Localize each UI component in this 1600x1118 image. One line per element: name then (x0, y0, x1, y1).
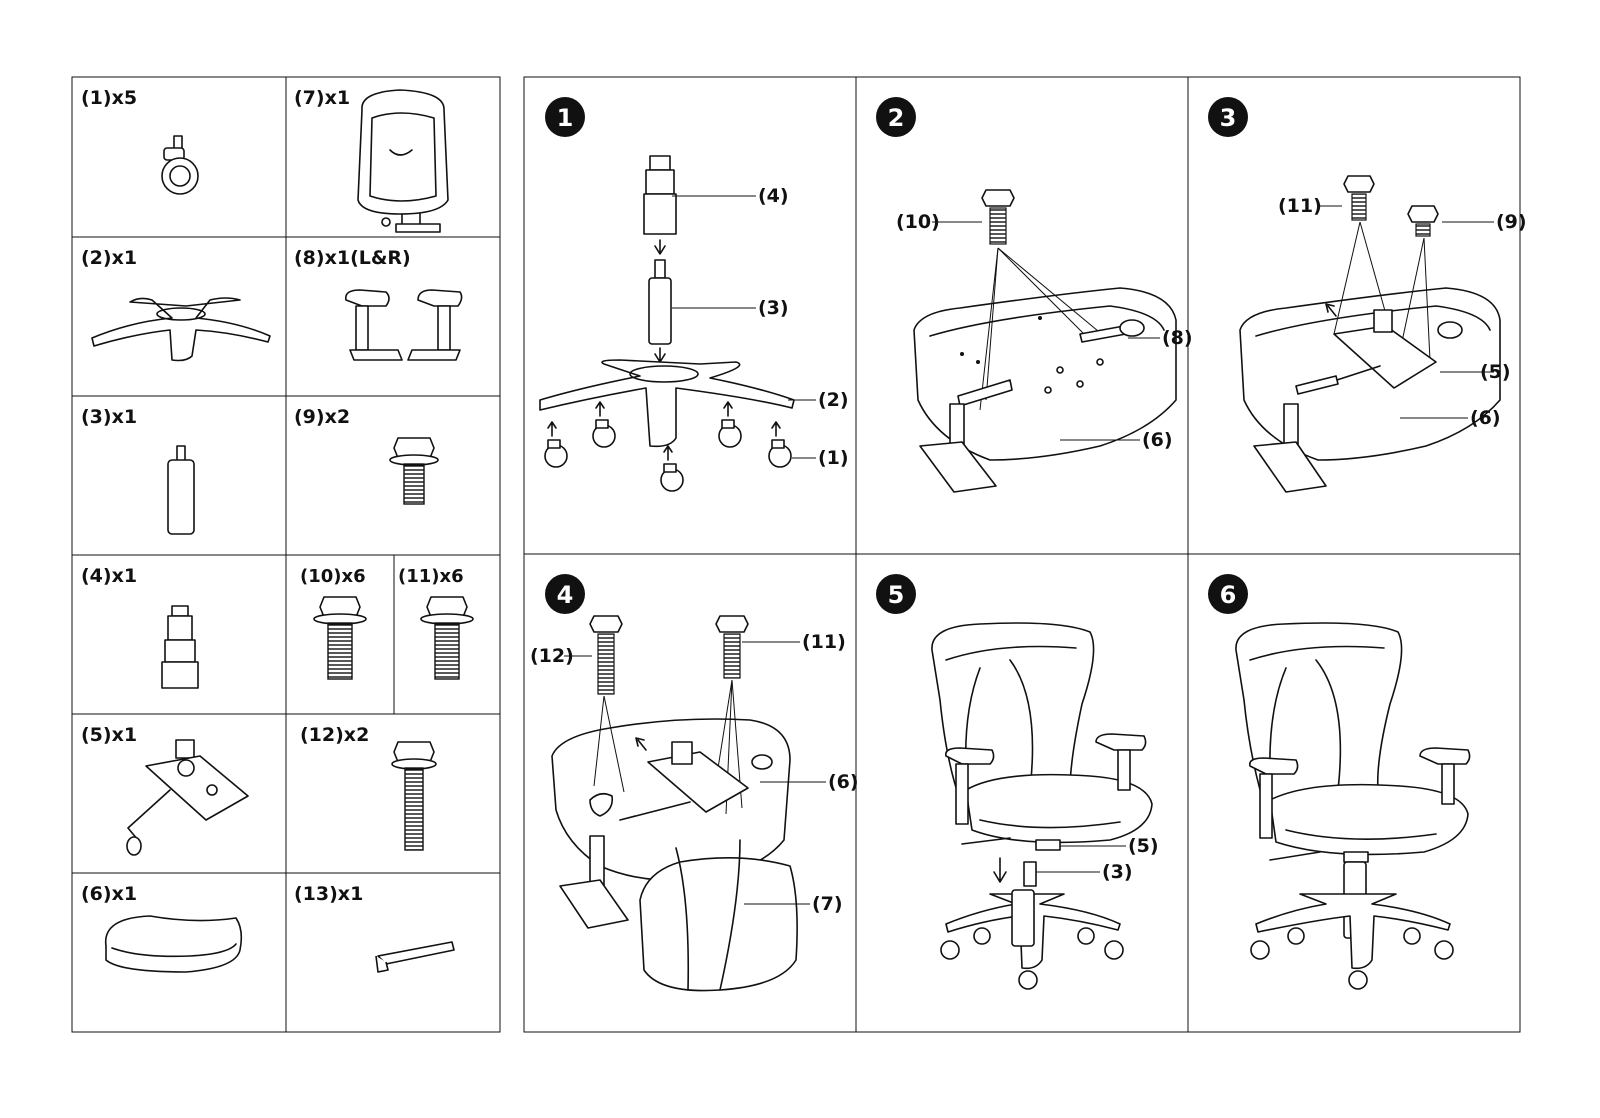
step-3-callout-5: (5) (1480, 361, 1511, 383)
step-badge-2 (876, 97, 916, 137)
step-3-illustration (1239, 175, 1501, 493)
step-5-callout-3: (3) (1102, 861, 1133, 883)
step-1-callout-1: (1) (818, 447, 849, 469)
part-label-11: (11)x6 (398, 566, 464, 587)
hex-bolt-icon (389, 437, 439, 505)
step-2-callout-6: (6) (1142, 429, 1173, 451)
chair-icon (1235, 622, 1471, 990)
step-2-callout-10: (10) (896, 211, 940, 233)
gas-lift-icon (167, 445, 195, 535)
seat-cushion-icon (104, 915, 243, 973)
step-3-callout-11: (11) (1278, 195, 1322, 217)
part-label-7: (7)x1 (294, 87, 350, 109)
part-label-9: (9)x2 (294, 406, 350, 428)
star-base-icon (91, 297, 271, 362)
step-number-1: 1 (557, 104, 574, 132)
armrest-pair-icon (344, 289, 463, 361)
step-4-callout-12: (12) (530, 645, 574, 667)
step-number-5: 5 (888, 581, 905, 609)
allen-key-icon (375, 941, 455, 973)
hex-bolt-icon (420, 596, 474, 680)
part-label-4: (4)x1 (81, 565, 137, 587)
part-label-10: (10)x6 (300, 566, 366, 587)
headrest-back-icon (357, 89, 449, 233)
step-4-callout-6: (6) (828, 771, 859, 793)
part-label-6: (6)x1 (81, 883, 137, 905)
part-label-2: (2)x1 (81, 247, 137, 269)
parts-table (71, 76, 501, 1033)
part-label-13: (13)x1 (294, 883, 363, 905)
mechanism-plate-icon (126, 739, 249, 856)
step-badge-6 (1208, 574, 1248, 614)
step-5-callout-5: (5) (1128, 835, 1159, 857)
step-3-callout-6: (6) (1470, 407, 1501, 429)
step-3-callout-9: (9) (1496, 211, 1527, 233)
step-badge-3 (1208, 97, 1248, 137)
chair-icon (931, 622, 1153, 990)
step-1-callout-4: (4) (758, 185, 789, 207)
cylinder-cover-icon (161, 605, 199, 689)
step-number-6: 6 (1220, 581, 1237, 609)
part-label-12: (12)x2 (300, 724, 369, 746)
part-label-1: (1)x5 (81, 87, 137, 109)
step-badge-5 (876, 574, 916, 614)
step-number-3: 3 (1220, 104, 1237, 132)
step-number-2: 2 (888, 104, 905, 132)
part-label-8: (8)x1(L&R) (294, 247, 411, 269)
step-2-illustration (913, 189, 1177, 493)
steps-grid (523, 76, 1521, 1033)
step-2-callout-8: (8) (1162, 327, 1193, 349)
hex-bolt-icon (391, 741, 437, 851)
step-4-callout-7: (7) (812, 893, 843, 915)
caster-icon (161, 135, 199, 195)
step-4-illustration (551, 615, 826, 992)
step-1-callout-3: (3) (758, 297, 789, 319)
step-1-illustration (539, 155, 816, 492)
step-number-4: 4 (557, 581, 574, 609)
step-badge-4 (545, 574, 585, 614)
step-4-callout-11: (11) (802, 631, 846, 653)
hex-bolt-icon (313, 596, 367, 680)
step-badge-1 (545, 97, 585, 137)
step-1-callout-2: (2) (818, 389, 849, 411)
part-label-5: (5)x1 (81, 724, 137, 746)
part-label-3: (3)x1 (81, 406, 137, 428)
